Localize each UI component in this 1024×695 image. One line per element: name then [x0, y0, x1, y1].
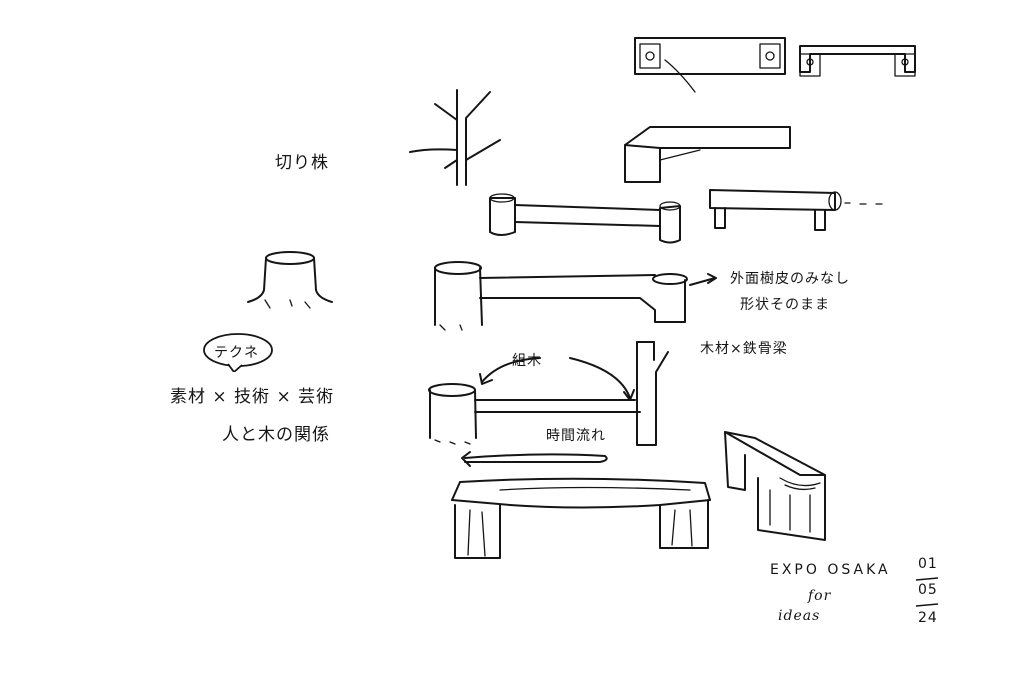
kumiki-label: 組木 — [512, 353, 542, 369]
tree-sketch — [409, 89, 501, 186]
stump-beam-post-sketch — [428, 341, 669, 446]
log-bridge-sketch — [489, 193, 681, 244]
bench-elevation-view — [799, 45, 916, 77]
technique-label: テクネ — [214, 345, 259, 361]
cube-bench-sketch — [724, 431, 826, 541]
time-flow-label: 時間流れ — [546, 428, 606, 444]
date-year: 24 — [918, 610, 938, 624]
large-bench-sketch — [451, 477, 711, 559]
expo-title: EXPO OSAKA — [770, 562, 891, 578]
block-cantilever-sketch — [624, 126, 791, 183]
time-flow-arrow — [461, 451, 608, 467]
stump-label: 切り株 — [275, 153, 329, 173]
date-dividers — [915, 577, 939, 607]
log-bench-sketch — [709, 189, 883, 231]
technique-bubble — [203, 333, 273, 372]
date-day: 05 — [918, 582, 938, 598]
date-month: 01 — [918, 556, 938, 572]
small-stump-sketch — [247, 251, 333, 309]
joinery-note: 木材×鉄骨梁 — [700, 341, 788, 357]
bark-note-1: 外面樹皮のみなし — [730, 271, 850, 287]
stump-bench-sketch — [434, 261, 717, 331]
bark-note-2: 形状そのまま — [740, 297, 830, 313]
ideas-label: ideas — [778, 608, 821, 622]
concept-line-1: 素材 × 技術 × 芸術 — [170, 387, 335, 407]
concept-line-2: 人と木の関係 — [222, 425, 330, 445]
bench-plan-view — [634, 37, 786, 93]
for-label: for — [808, 588, 832, 604]
